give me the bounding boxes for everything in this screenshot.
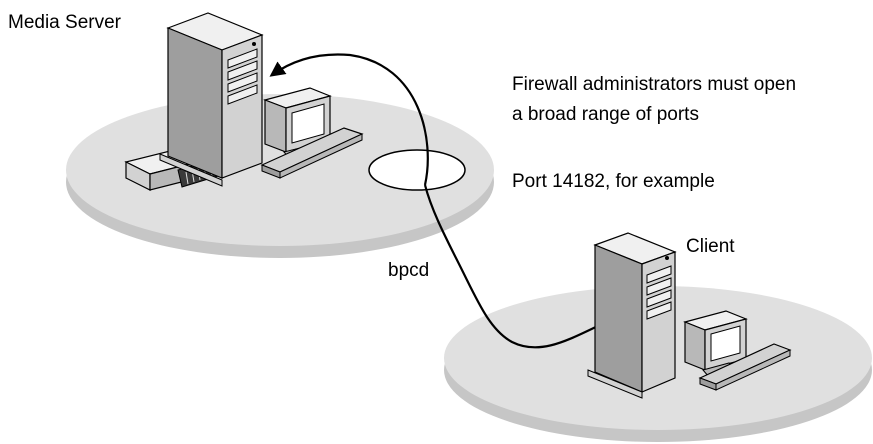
server-keyboard-icon xyxy=(260,127,364,179)
port-example-label: Port 14182, for example xyxy=(512,171,715,192)
media-server-icon xyxy=(124,12,364,191)
bpcd-connection-cable xyxy=(423,184,601,349)
client-tower-icon xyxy=(587,232,677,399)
client-computer-icon xyxy=(587,232,792,399)
client-monitor-icon xyxy=(683,310,748,378)
server-monitor-icon xyxy=(263,87,332,160)
client-keyboard-icon xyxy=(698,343,792,391)
media-server-label: Media Server xyxy=(8,12,122,33)
firewall-note-line-1: Firewall administrators must open xyxy=(512,74,796,95)
client-label: Client xyxy=(686,236,735,257)
firewall-note-line-2: a broad range of ports xyxy=(512,104,699,125)
connection-label: bpcd xyxy=(388,260,429,281)
firewall-port-opening xyxy=(368,149,466,191)
callback-arrow xyxy=(269,53,429,186)
server-tower-icon xyxy=(159,12,264,187)
